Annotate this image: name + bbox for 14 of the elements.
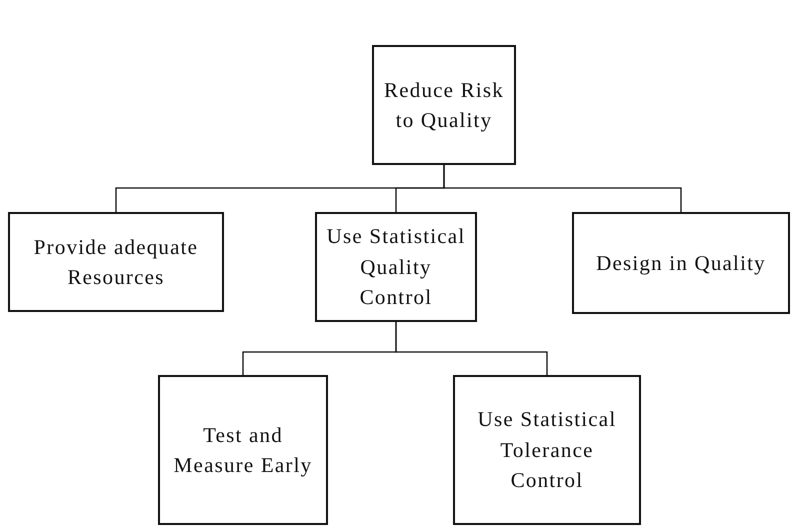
process-box [372,45,516,165]
process-box [453,375,641,525]
box-label: Design in Quality [596,250,766,277]
box-label: Provide adequate Resources [32,234,200,291]
box-label: Test and Measure Early [172,422,314,479]
process-box [572,212,790,314]
box-label: Use Statistical Tolerance Control [476,406,618,494]
box-label: Use Statistical Quality Control [326,223,466,312]
connector-line [443,165,682,212]
process-box [158,375,328,525]
process-box [8,212,224,312]
connector-line [395,322,548,375]
box-label: Reduce Risk to Quality [383,76,505,134]
process-box [315,212,477,322]
